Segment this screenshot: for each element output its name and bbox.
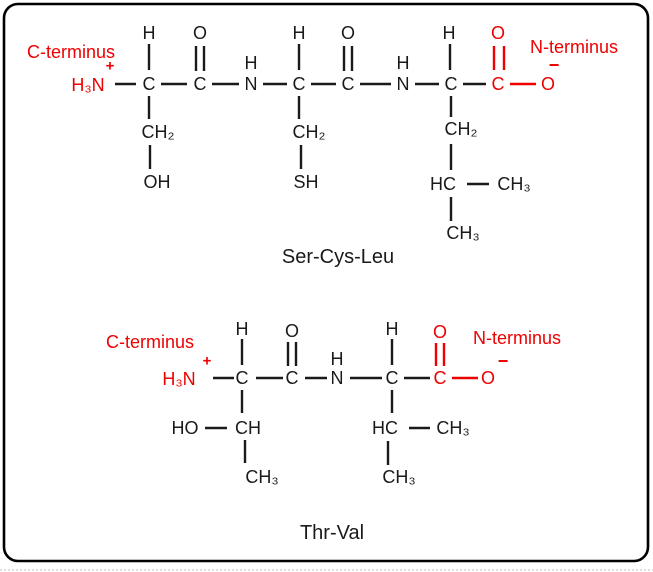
carbonyl-carbon: C: [286, 368, 299, 388]
alpha-carbon-ser: C: [143, 74, 156, 94]
alpha-carbon-cys: C: [293, 74, 306, 94]
structure-thr-val: C-terminus N-terminus H₃N + C C N C C O …: [106, 319, 561, 544]
hydrogen-atom: H: [236, 319, 249, 339]
carboxylate-oxygen: O: [433, 322, 447, 342]
amide-nitrogen: N: [331, 368, 344, 388]
carbonyl-oxygen: O: [285, 321, 299, 341]
carboxylate-oxygen: O: [481, 368, 495, 388]
carboxylate-oxygen: O: [491, 23, 505, 43]
structure-ser-cys-leu: C-terminus N-terminus H₃N + C C N C C N …: [27, 23, 618, 268]
positive-charge: +: [106, 58, 115, 75]
amide-nitrogen: N: [245, 74, 258, 94]
thr-hydroxyl-group: HO: [172, 418, 199, 438]
leu-ch3-group: CH₃: [446, 223, 479, 243]
leu-ch2-group: CH₂: [445, 119, 478, 139]
amide-hydrogen: H: [245, 53, 258, 73]
carbonyl-oxygen: O: [193, 23, 207, 43]
carbonyl-oxygen: O: [341, 23, 355, 43]
val-hc-group: HC: [372, 418, 398, 438]
thr-ch-group: CH: [235, 418, 261, 438]
leu-ch3-group: CH₃: [497, 174, 530, 194]
caption-ser-cys-leu: Ser-Cys-Leu: [282, 246, 394, 268]
alpha-carbon-thr: C: [236, 368, 249, 388]
leu-hc-group: HC: [430, 174, 456, 194]
amide-nitrogen: N: [397, 74, 410, 94]
ammonium-group: H₃N: [162, 369, 195, 389]
n-terminus-label: N-terminus: [530, 37, 618, 57]
carboxylate-carbon: C: [492, 74, 505, 94]
hydrogen-atom: H: [293, 23, 306, 43]
carbonyl-carbon: C: [342, 74, 355, 94]
c-terminus-label: C-terminus: [106, 332, 194, 352]
negative-charge: −: [498, 351, 509, 371]
c-terminus-label: C-terminus: [27, 42, 115, 62]
negative-charge: −: [549, 55, 560, 75]
positive-charge: +: [203, 353, 212, 370]
amide-hydrogen: H: [397, 53, 410, 73]
carbonyl-carbon: C: [194, 74, 207, 94]
thr-ch3-group: CH₃: [245, 467, 278, 487]
amide-hydrogen: H: [331, 349, 344, 369]
val-ch3-group: CH₃: [382, 467, 415, 487]
alpha-carbon-val: C: [386, 368, 399, 388]
cys-ch2-group: CH₂: [293, 122, 326, 142]
caption-thr-val: Thr-Val: [300, 522, 364, 544]
cys-thiol-group: SH: [293, 172, 318, 192]
hydrogen-atom: H: [443, 23, 456, 43]
hydrogen-atom: H: [386, 319, 399, 339]
ser-ch2-group: CH₂: [142, 122, 175, 142]
alpha-carbon-leu: C: [445, 74, 458, 94]
ser-hydroxyl-group: OH: [144, 172, 171, 192]
val-ch3-group: CH₃: [436, 418, 469, 438]
carboxylate-oxygen: O: [541, 74, 555, 94]
figure-border: [2, 2, 650, 563]
hydrogen-atom: H: [143, 23, 156, 43]
carboxylate-carbon: C: [434, 368, 447, 388]
n-terminus-label: N-terminus: [473, 328, 561, 348]
ammonium-group: H₃N: [71, 75, 104, 95]
